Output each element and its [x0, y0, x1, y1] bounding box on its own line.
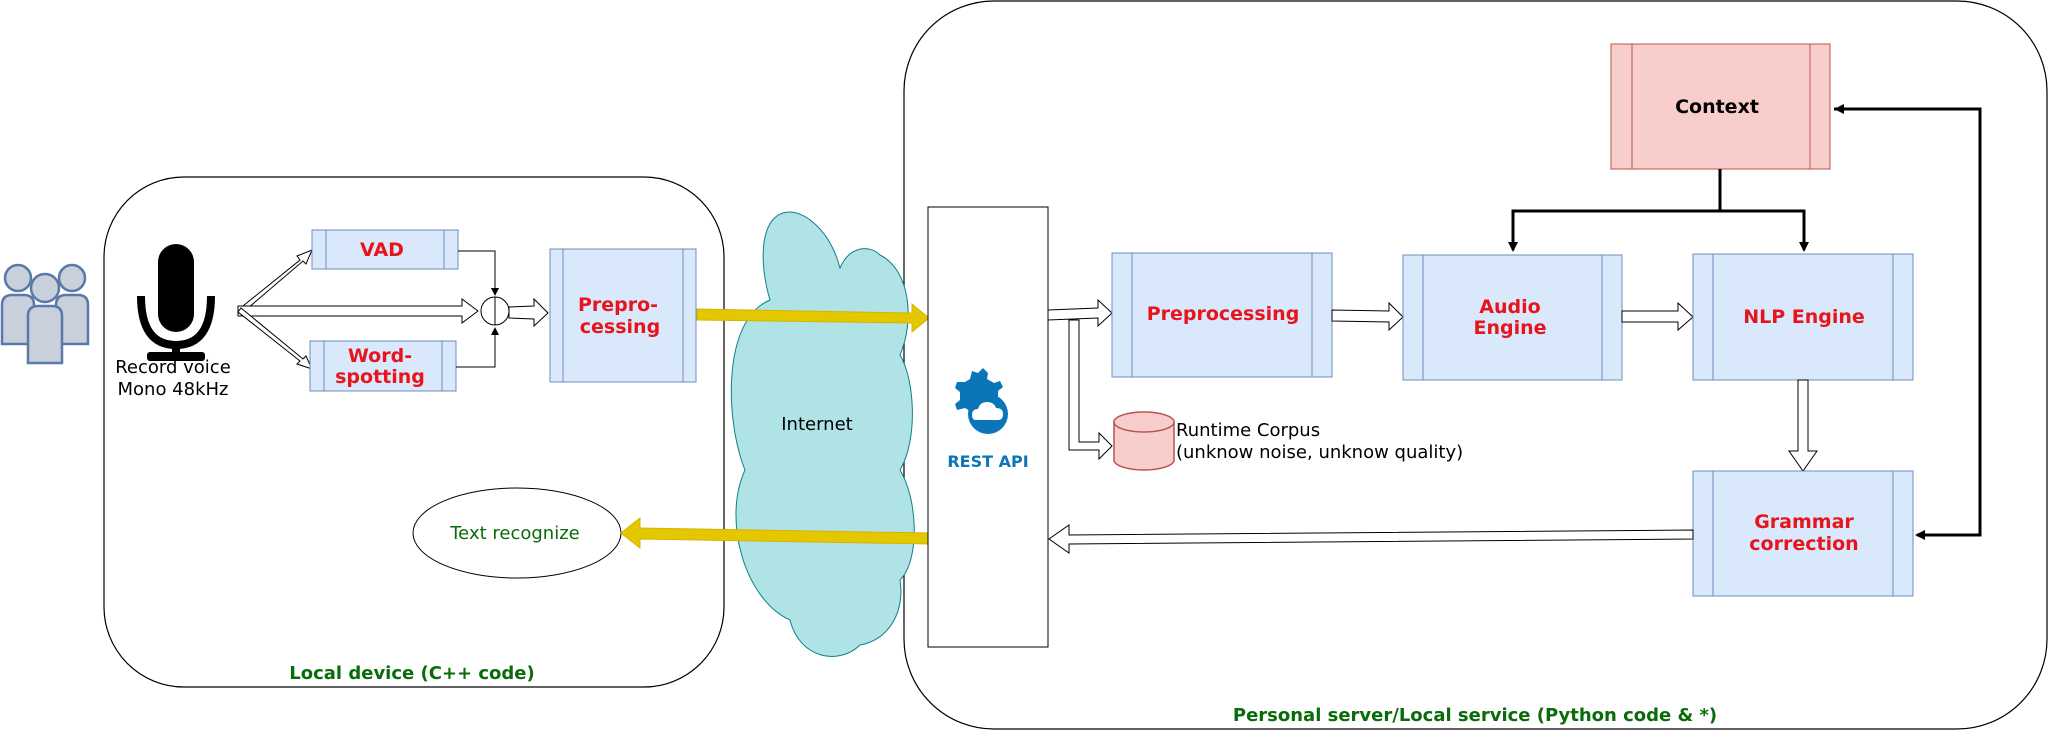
- mic-fanout-arrows: [237, 249, 479, 370]
- vad-box: VAD: [311, 229, 459, 270]
- junction-to-prepro-arrow: [508, 297, 549, 328]
- local-device-caption: Local device (C++ code): [289, 663, 534, 684]
- vad-label: VAD: [360, 239, 404, 261]
- grammar-to-rest-arrow: [1048, 524, 1694, 554]
- context-box: Context: [1610, 43, 1831, 170]
- internet-cloud: [730, 211, 915, 657]
- local-preprocessing-box: Prepro- cessing: [549, 248, 697, 383]
- runtime-corpus-label-2: (unknow noise, unknow quality): [1176, 442, 1463, 463]
- audio-to-nlp-arrow: [1621, 301, 1694, 332]
- runtime-corpus-label-1: Runtime Corpus: [1176, 420, 1320, 441]
- grammar-label-2: correction: [1749, 533, 1858, 555]
- server-prepro-label: Preprocessing: [1147, 303, 1300, 325]
- context-label: Context: [1675, 96, 1759, 118]
- upload-flow-arrow: [696, 302, 930, 334]
- wordspotting-box: Word- spotting: [309, 340, 457, 392]
- record-voice-label-2: Mono 48kHz: [118, 379, 229, 400]
- user-group-icon: [0, 263, 90, 365]
- server-caption: Personal server/Local service (Python co…: [1233, 705, 1717, 726]
- grammar-label-1: Grammar: [1754, 511, 1854, 533]
- text-recognize-label: Text recognize: [449, 523, 579, 544]
- audio-engine-box: Audio Engine: [1402, 254, 1623, 381]
- audio-engine-label-1: Audio: [1479, 296, 1540, 318]
- local-prepro-label-1: Prepro-: [578, 294, 658, 316]
- wordspotting-label-2: spotting: [335, 366, 425, 388]
- context-grammar-link: [1834, 104, 1982, 540]
- cloud-gear-icon: [955, 368, 1008, 434]
- audio-engine-label-2: Engine: [1473, 317, 1546, 339]
- local-device-container: [103, 176, 725, 688]
- junction-connectors: [456, 250, 499, 368]
- rest-to-prepro-arrows: [1047, 298, 1113, 461]
- nlp-engine-box: NLP Engine: [1692, 253, 1914, 381]
- wordspotting-label-1: Word-: [348, 345, 412, 367]
- context-fanout-connectors: [1508, 169, 1809, 252]
- internet-label: Internet: [781, 414, 852, 435]
- result-flow-arrow: [620, 516, 930, 550]
- nlp-to-grammar-arrow: [1788, 379, 1818, 472]
- record-voice-label-1: Record voice: [115, 357, 231, 378]
- rest-api-label: REST API: [947, 452, 1028, 471]
- nlp-engine-label: NLP Engine: [1743, 306, 1865, 328]
- grammar-correction-box: Grammar correction: [1692, 470, 1914, 597]
- local-prepro-label-2: cessing: [580, 316, 660, 338]
- microphone-icon: [137, 244, 215, 361]
- server-preprocessing-box: Preprocessing: [1111, 252, 1333, 378]
- prepro-to-audio-arrow: [1331, 301, 1404, 332]
- runtime-corpus-cylinder: [1113, 411, 1175, 471]
